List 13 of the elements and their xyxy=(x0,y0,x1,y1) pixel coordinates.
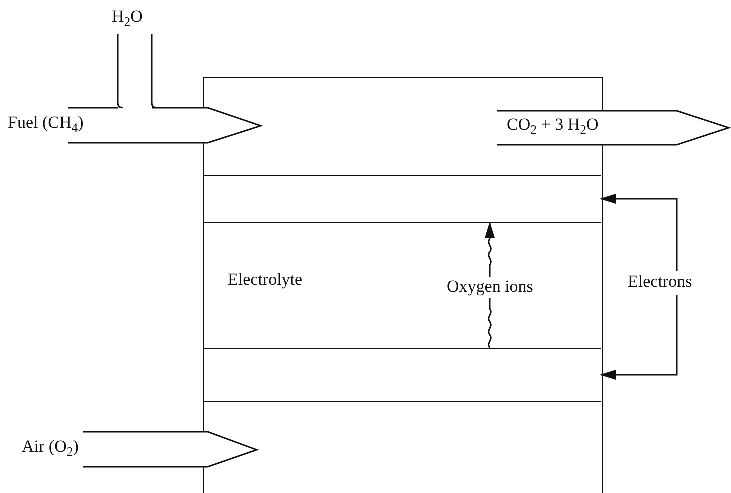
flow-label: Air (O$_{2}$) xyxy=(22,438,79,457)
edge-label: Oxygen ions xyxy=(445,277,536,298)
cathode-layer xyxy=(204,348,601,402)
pipe xyxy=(117,33,158,109)
flow-label: CO$_{2}$ + 3 H$_{2}$O xyxy=(507,116,599,135)
electrons-label: Electrons xyxy=(626,271,728,295)
arrow xyxy=(600,295,678,380)
flow-label: Fuel (CH$_{4}$) xyxy=(8,114,84,133)
chemical-label: H$_{2}$O xyxy=(108,6,164,32)
arrow xyxy=(600,194,678,271)
outlet-arrow xyxy=(497,108,731,148)
anode-layer xyxy=(204,175,601,223)
flow-label: Electrolyte xyxy=(228,271,303,290)
